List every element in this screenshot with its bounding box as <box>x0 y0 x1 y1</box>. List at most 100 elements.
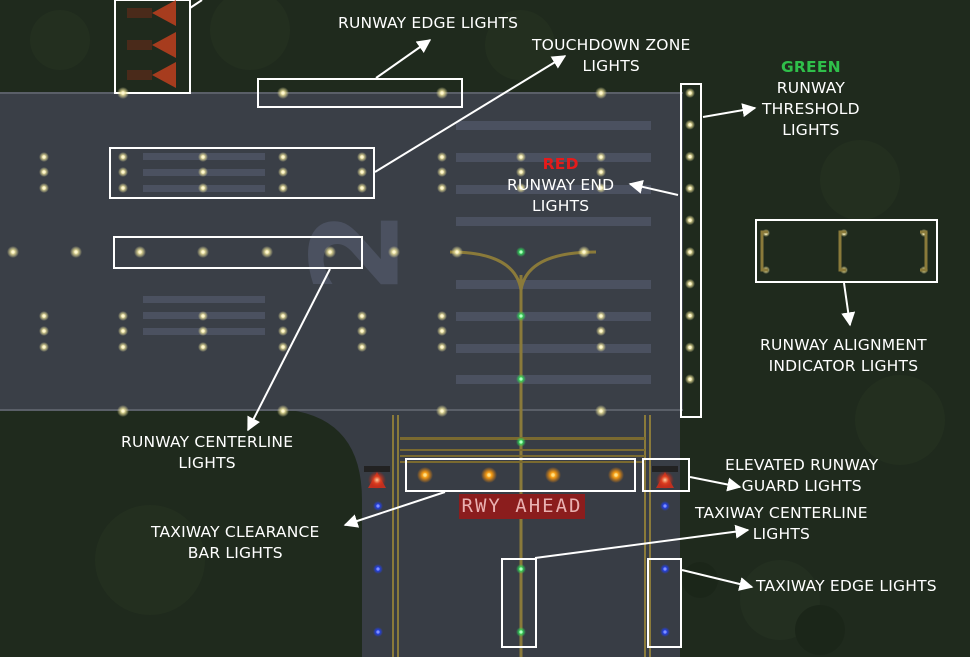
label-line: BAR LIGHTS <box>187 544 283 562</box>
runway-edge-light-core <box>440 91 444 95</box>
label-line: LIGHTS <box>782 121 840 139</box>
label-runway-end: RED RUNWAY END LIGHTS <box>507 154 614 217</box>
runway-number: 2 <box>288 210 427 294</box>
label-line: TAXIWAY CENTERLINE <box>695 504 868 522</box>
touchdown-zone-light-core <box>42 345 46 349</box>
label-alignment: RUNWAY ALIGNMENT INDICATOR LIGHTS <box>760 335 927 377</box>
runway-threshold-light-core <box>688 345 692 349</box>
runway-threshold-light-core <box>688 91 692 95</box>
taxiway-centerline-light-core <box>519 567 523 571</box>
label-line: RUNWAY CENTERLINE <box>121 433 294 451</box>
touchdown-zone-light-core <box>201 314 205 318</box>
guard-light-right <box>652 466 678 489</box>
label-line: INDICATOR LIGHTS <box>768 357 919 375</box>
label-taxi-centerline: TAXIWAY CENTERLINE LIGHTS <box>695 503 868 545</box>
touchdown-zone-light-core <box>42 329 46 333</box>
runway-threshold-light-core <box>688 155 692 159</box>
touchdown-zone-light-core <box>440 186 444 190</box>
rwy-ahead-sign-text: RWY AHEAD <box>462 495 583 517</box>
threshold-markings <box>456 121 651 384</box>
runway-centerline-light-core <box>74 250 78 254</box>
approach-lights <box>127 0 176 88</box>
label-line: GUARD LIGHTS <box>741 477 862 495</box>
touchdown-zone-light-core <box>599 329 603 333</box>
label-line: LIGHTS <box>178 454 236 472</box>
runway-threshold-light-core <box>688 123 692 127</box>
clearance-bar-light-core <box>487 473 491 477</box>
taxiway-centerline-light-core <box>519 377 523 381</box>
taxiway-edge-light-core <box>376 630 380 634</box>
touchdown-zone-light-core <box>281 314 285 318</box>
runway-centerline-light-core <box>201 250 205 254</box>
rwy-ahead-sign <box>459 494 585 519</box>
label-line: ELEVATED RUNWAY <box>725 456 879 474</box>
box-taxi-centerline <box>501 558 537 648</box>
taxiway-edge-light-core <box>663 504 667 508</box>
box-guard <box>642 458 690 492</box>
arrow-centerline <box>247 268 331 432</box>
label-green-word: GREEN <box>780 58 841 76</box>
box-clearance-bar <box>405 458 636 492</box>
touchdown-zone-light-core <box>281 345 285 349</box>
touchdown-zone-light-core <box>121 186 125 190</box>
runway-threshold-light-core <box>688 186 692 190</box>
runway-centerline-light-core <box>455 250 459 254</box>
touchdown-zone-light-core <box>360 170 364 174</box>
touchdown-zone-light-core <box>201 170 205 174</box>
label-red-word: RED <box>542 155 579 173</box>
label-line: THRESHOLD <box>762 100 860 118</box>
label-line: RUNWAY <box>776 79 846 97</box>
taxiway-edge-light-core <box>376 567 380 571</box>
runway-centerline-light-core <box>265 250 269 254</box>
arrow-clearance <box>343 491 446 528</box>
arrow-taxi-edge <box>681 569 754 591</box>
label-line: LIGHTS <box>752 525 811 543</box>
alignment-indicator-brackets <box>760 230 928 272</box>
touchdown-zone-light-core <box>360 345 364 349</box>
runway-centerline-light-core <box>582 250 586 254</box>
callout-arrows <box>189 0 856 591</box>
arrow-alignment <box>841 282 856 327</box>
touchdown-zone-light-core <box>121 170 125 174</box>
box-taxi-edge <box>647 558 682 648</box>
touchdown-zone-light-core <box>201 186 205 190</box>
taxiway-centerline-light-core <box>519 314 523 318</box>
label-line: TOUCHDOWN ZONE <box>532 36 691 54</box>
touchdown-zone-light-core <box>281 155 285 159</box>
touchdown-zone-light-core <box>440 155 444 159</box>
touchdown-zone-light-core <box>121 155 125 159</box>
touchdown-zone-light-core <box>201 155 205 159</box>
touchdown-zone-light-core <box>599 186 603 190</box>
runway-edge-light-core <box>440 409 444 413</box>
touchdown-zone-light-core <box>360 314 364 318</box>
touchdown-zone-light-core <box>121 314 125 318</box>
runway-centerline-light-core <box>328 250 332 254</box>
label-line: LIGHTS <box>582 57 640 75</box>
arrow-taxi-centerline <box>534 524 750 559</box>
taxiway-edge-light-core <box>663 630 667 634</box>
taxiway-edge-light-core <box>376 504 380 508</box>
box-threshold <box>680 83 702 418</box>
touchdown-zone-light-core <box>440 170 444 174</box>
touchdown-zone-light-core <box>440 314 444 318</box>
arrow-runway-end <box>628 179 679 196</box>
label-line: LIGHTS <box>531 197 590 215</box>
box-runway-edge <box>257 78 463 108</box>
label-line: TAXIWAY CLEARANCE <box>151 523 320 541</box>
taxiway-centerline-light-core <box>519 250 523 254</box>
runway-centerline-light-core <box>392 250 396 254</box>
runway-edge-light-core <box>599 91 603 95</box>
lights-layer <box>7 87 928 637</box>
arrow-runway-edge <box>375 39 432 79</box>
touchdown-zone-light-core <box>121 329 125 333</box>
clearance-bar-light-core <box>423 473 427 477</box>
box-runway-centerline <box>113 236 363 269</box>
taxiway-centerline-light-core <box>519 630 523 634</box>
touchdown-zone-light-core <box>519 186 523 190</box>
touchdown-zone-light-core <box>121 345 125 349</box>
label-line: TAXIWAY EDGE LIGHTS <box>756 577 937 595</box>
touchdown-zone-light-core <box>440 329 444 333</box>
runway-threshold-light-core <box>688 377 692 381</box>
touchdown-zone-light-core <box>281 170 285 174</box>
